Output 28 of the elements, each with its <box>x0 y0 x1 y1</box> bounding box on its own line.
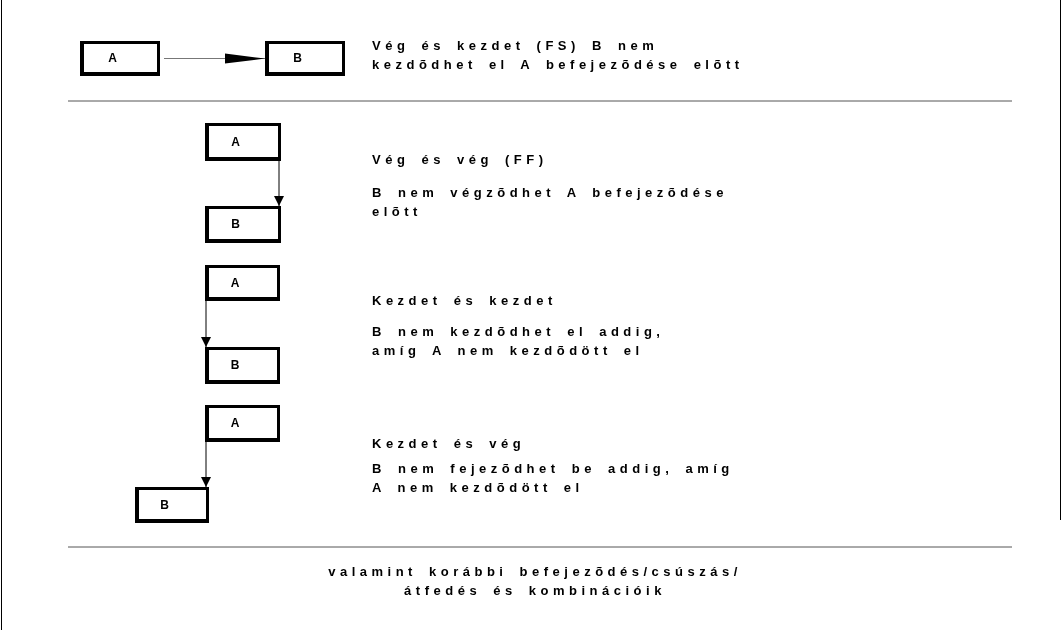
box-label: A <box>230 275 240 290</box>
arrow <box>201 441 211 488</box>
box-label: A <box>108 51 117 65</box>
activity-box <box>135 487 209 523</box>
relation-text: Kezdet és vég <box>372 435 527 453</box>
relation-text: B nem kezdõdhet el addig, amíg A nem kezdõdött el <box>372 323 666 360</box>
arrow <box>163 53 266 64</box>
box-label: B <box>160 497 169 512</box>
relation-text: B nem végzõdhet A befejezõdése elõtt <box>372 184 729 221</box>
box-label: A <box>231 134 240 149</box>
box-label: A <box>230 416 240 430</box>
activity-box <box>205 123 281 161</box>
relation-text: Vég és vég (FF) <box>372 151 549 169</box>
activity-box <box>265 41 345 76</box>
activity-box <box>205 265 280 301</box>
relation-text: valamint korábbi befejezõdés/csúszás/ átfedés és kombinációik <box>327 563 743 600</box>
relation-text: Kezdet és kezdet <box>372 292 558 310</box>
box-label: B <box>231 217 240 231</box>
activity-box <box>80 41 160 76</box>
activity-box <box>205 206 281 243</box>
activity-box <box>205 405 280 442</box>
relation-text: B nem fejezõdhet be addig, amíg A nem kezdõdött el <box>372 460 735 497</box>
arrow <box>201 300 211 348</box>
activity-box <box>205 347 280 384</box>
arrow <box>274 160 284 207</box>
relation-text: Vég és kezdet (FS) B nem kezdõdhet el A befejezõdése elõtt <box>372 37 745 74</box>
box-label: B <box>230 358 240 372</box>
box-label: B <box>293 51 302 65</box>
